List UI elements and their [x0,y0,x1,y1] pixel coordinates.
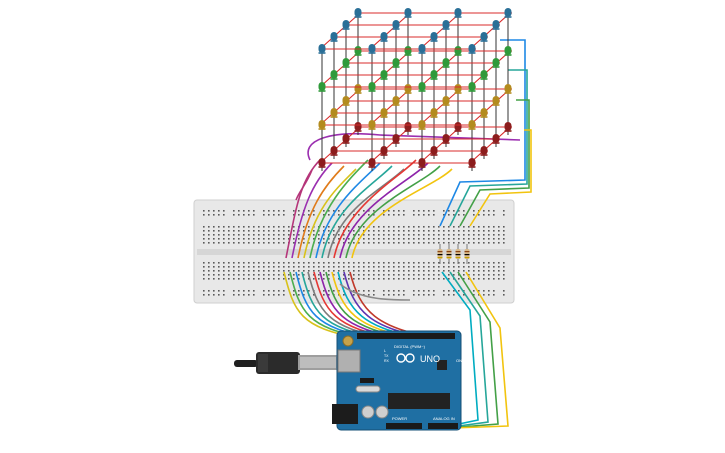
led[interactable] [418,44,426,54]
resistor[interactable] [464,249,470,259]
led[interactable] [430,70,438,80]
led[interactable] [318,120,326,130]
led[interactable] [368,82,376,92]
led[interactable] [418,82,426,92]
led[interactable] [318,158,326,168]
tx-label: TX [384,354,389,358]
led[interactable] [492,96,500,106]
led[interactable] [430,108,438,118]
board-brand: UNO [420,354,440,364]
on-label: ON [456,358,462,363]
led[interactable] [468,82,476,92]
led[interactable] [454,8,462,18]
led[interactable] [404,84,412,94]
resistor[interactable] [446,249,452,259]
led[interactable] [404,46,412,56]
led[interactable] [380,70,388,80]
led[interactable] [354,84,362,94]
led[interactable] [342,134,350,144]
rx-label: RX [384,359,390,363]
led[interactable] [392,58,400,68]
led[interactable] [392,20,400,30]
digital-label: DIGITAL (PWM~) [394,344,426,349]
led[interactable] [368,158,376,168]
l-label: L [384,349,386,353]
reset-button-icon[interactable] [342,335,354,347]
resistor-array[interactable] [437,244,470,264]
led[interactable] [492,58,500,68]
led[interactable] [442,58,450,68]
arduino-uno-board[interactable]: UNO DIGITAL (PWM~) ANALOG IN POWER ON TX… [332,330,462,431]
led[interactable] [392,96,400,106]
led[interactable] [318,44,326,54]
led[interactable] [442,20,450,30]
led[interactable] [354,122,362,132]
wires-cube-to-breadboard [285,39,532,259]
led[interactable] [492,20,500,30]
led[interactable] [380,146,388,156]
led[interactable] [392,134,400,144]
led[interactable] [404,8,412,18]
led[interactable] [442,134,450,144]
led[interactable] [468,120,476,130]
power-label: POWER [392,416,407,421]
led[interactable] [492,134,500,144]
dc-power-jack-icon [332,404,358,424]
led[interactable] [442,96,450,106]
digital-header[interactable] [357,333,455,339]
led[interactable] [480,108,488,118]
led[interactable] [454,46,462,56]
led[interactable] [418,120,426,130]
led[interactable] [380,108,388,118]
led[interactable] [354,8,362,18]
led[interactable] [454,122,462,132]
breadboard-holes [203,210,505,296]
led[interactable] [468,44,476,54]
led[interactable] [330,32,338,42]
led-cube-4x4x4[interactable] [318,8,513,171]
usb-cable-icon[interactable] [234,352,338,374]
led[interactable] [354,46,362,56]
led[interactable] [430,32,438,42]
led[interactable] [368,44,376,54]
led[interactable] [504,8,512,18]
led[interactable] [318,82,326,92]
led[interactable] [342,20,350,30]
resistor[interactable] [437,249,443,259]
led[interactable] [480,70,488,80]
led[interactable] [504,46,512,56]
arduino-logo [396,353,415,363]
led[interactable] [342,96,350,106]
led[interactable] [342,58,350,68]
led[interactable] [368,120,376,130]
atmega-chip [388,393,450,409]
led[interactable] [418,158,426,168]
analog-header[interactable] [428,423,458,429]
led[interactable] [380,32,388,42]
led[interactable] [404,122,412,132]
led[interactable] [330,146,338,156]
led[interactable] [330,70,338,80]
led[interactable] [468,158,476,168]
analog-label: ANALOG IN [433,416,455,421]
led[interactable] [480,32,488,42]
led[interactable] [430,146,438,156]
led[interactable] [480,146,488,156]
power-header[interactable] [386,423,422,429]
led[interactable] [454,84,462,94]
led[interactable] [504,122,512,132]
led[interactable] [330,108,338,118]
resistor[interactable] [455,249,461,259]
led[interactable] [504,84,512,94]
